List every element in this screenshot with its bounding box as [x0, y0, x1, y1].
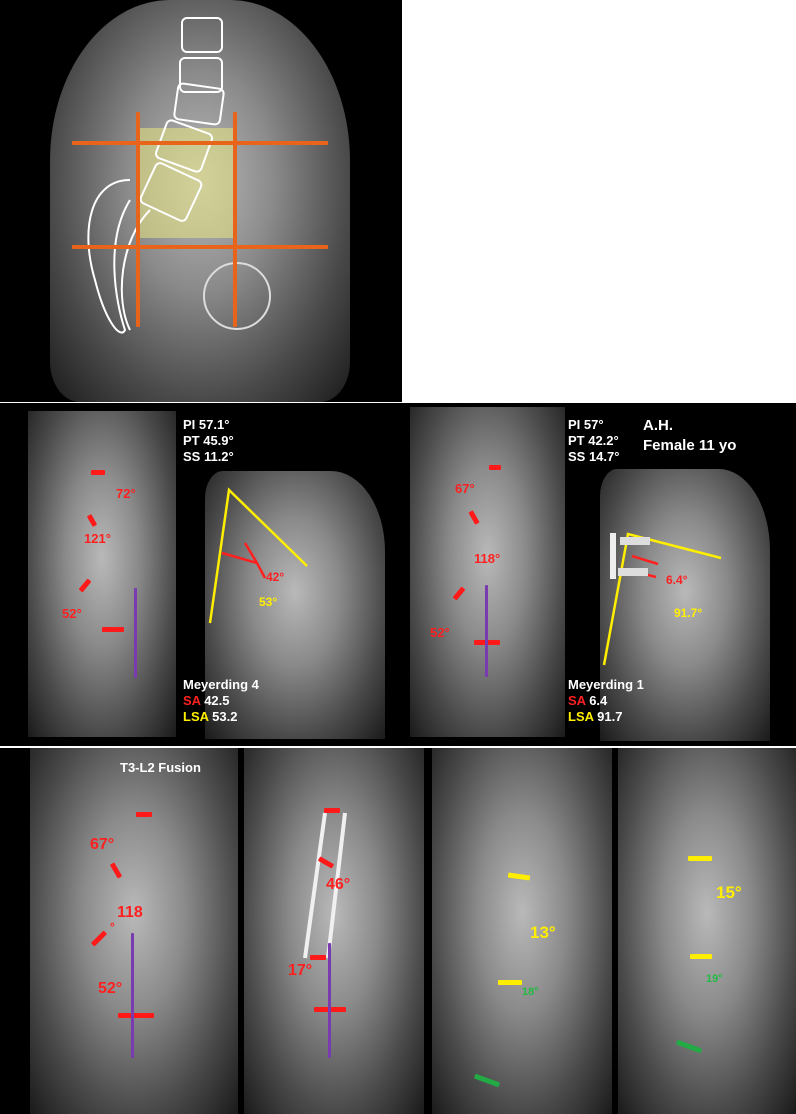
slip-angle-mark: 42° [266, 570, 285, 584]
end-vertebra-marker [91, 470, 105, 475]
lateral-xray-right [600, 469, 770, 741]
vertical-reference-line-right [233, 112, 237, 327]
pelvic-tilt: PT 45.9° [183, 433, 234, 448]
sa-value: 6.4 [589, 693, 608, 708]
end-vertebra-marker [118, 1013, 154, 1018]
sa-label: SA [568, 693, 586, 708]
fusion-title: T3-L2 Fusion [120, 760, 201, 775]
end-vertebra-marker [102, 627, 124, 632]
sacral-slope: SS 14.7° [568, 449, 620, 464]
preop-ap-xray [30, 748, 238, 1114]
central-sacral-line [485, 585, 488, 677]
end-vertebra-marker [324, 808, 340, 813]
central-sacral-line [328, 943, 331, 1058]
preop-kyphosis-angle: 13° [530, 923, 556, 942]
kyphosis-marker [690, 954, 712, 959]
vertical-reference-line-left [136, 112, 140, 327]
ap-xray-left [28, 411, 176, 737]
postop-curve-main: 46° [326, 876, 351, 893]
lsa-label: LSA [183, 709, 209, 724]
curve-angle-upper: 67° [455, 481, 475, 496]
lumbosacral-angle-mark: 53° [259, 595, 278, 609]
lateral-xray-left [205, 471, 385, 739]
kyphosis-marker [498, 980, 522, 985]
curve-angle-lower: 52° [98, 980, 123, 997]
kyphosis-marker [688, 856, 712, 861]
preop-radiographs-row: 72° 121° 52° PI 57.1° PT 45.9° SS 11.2° … [0, 403, 796, 746]
horizontal-reference-line-upper [72, 141, 328, 145]
lateral-angle-lines-left [208, 487, 308, 624]
lsa-label: LSA [568, 709, 594, 724]
preop-lateral-xray [432, 748, 612, 1114]
fusion-radiographs-row: T3-L2 Fusion 67° 118 ° 52° 46° 17° 13° 1… [0, 748, 796, 1114]
postop-kyphosis-angle: 15° [716, 883, 742, 902]
curve-angle-upper: 67° [90, 836, 115, 853]
pelvic-tilt: PT 42.2° [568, 433, 619, 448]
meyerding-grade: Meyerding 1 [568, 677, 644, 692]
end-vertebra-marker [310, 955, 326, 960]
end-vertebra-marker [136, 812, 152, 817]
sa-label: SA [183, 693, 201, 708]
curve-angle-lower: 52° [62, 606, 82, 621]
lsa-value: LSA 91.7 [568, 709, 622, 725]
curve-angle-lower: 52° [430, 625, 450, 640]
central-sacral-line [131, 933, 134, 1058]
postop-curve-lower: 17° [288, 962, 313, 979]
sa-value: 42.5 [204, 693, 230, 708]
horizontal-reference-line-lower [72, 245, 328, 249]
sacral-slope: SS 11.2° [183, 449, 234, 464]
vertebra-outlines [87, 17, 271, 334]
ap-xray-right [410, 407, 565, 737]
patient-info: Female 11 yo [643, 437, 737, 454]
curve-angle-main-degree: ° [110, 920, 115, 934]
slip-angle-value: SA 42.5 [183, 693, 230, 709]
slip-angle-value: SA 6.4 [568, 693, 607, 709]
curve-angle-main: 121° [84, 531, 111, 546]
curve-angle-upper: 72° [116, 486, 136, 501]
lateral-angle-lines-right [602, 532, 722, 666]
lsa-number: 91.7 [597, 709, 623, 724]
end-vertebra-marker [489, 465, 501, 470]
lsa-value: LSA 53.2 [183, 709, 237, 725]
postop-lordosis-angle: 19° [706, 973, 723, 985]
lateral-xray-top-panel [0, 0, 402, 402]
slip-angle-mark: 6.4° [666, 573, 688, 587]
central-sacral-line [134, 588, 137, 678]
vertebra-region-highlight [138, 128, 236, 238]
curve-angle-main: 118° [474, 551, 501, 566]
postop-lateral-xray [618, 748, 796, 1114]
patient-initials: A.H. [643, 417, 673, 434]
curve-angle-main: 118 [117, 904, 143, 921]
meyerding-grade: Meyerding 4 [183, 677, 259, 692]
pelvic-incidence: PI 57° [568, 417, 604, 432]
lumbosacral-angle-mark: 91.7° [674, 606, 703, 620]
pelvic-incidence: PI 57.1° [183, 417, 230, 432]
preop-lordosis-angle: 18° [522, 986, 539, 998]
lsa-number: 53.2 [212, 709, 238, 724]
